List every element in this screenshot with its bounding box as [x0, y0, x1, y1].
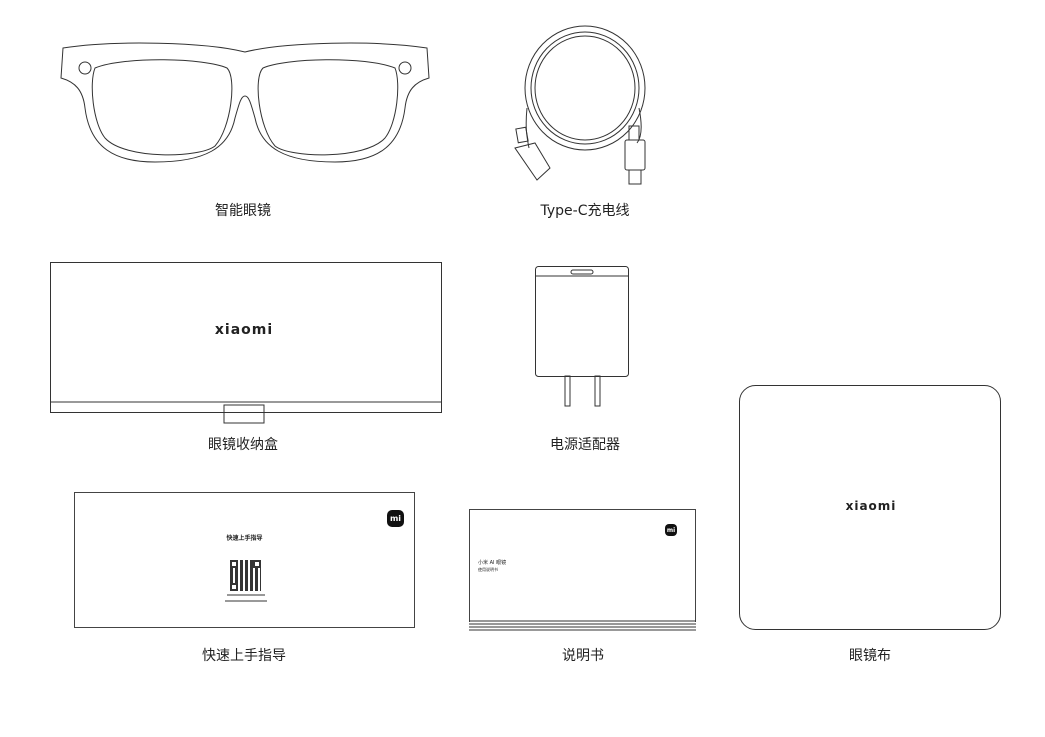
power-adapter-illustration: [535, 266, 629, 407]
cloth-brand-logo: xiaomi: [846, 499, 897, 513]
manual-subtitle: 使用说明书: [478, 567, 498, 572]
quick-guide-mi-logo: mi: [387, 510, 404, 527]
glasses-label: 智能眼镜: [215, 203, 271, 219]
quick-guide-label: 快速上手指导: [202, 648, 286, 664]
cable-label: Type-C充电线: [540, 203, 630, 219]
case-label: 眼镜收纳盒: [208, 437, 278, 453]
manual-label: 说明书: [562, 648, 604, 664]
cleaning-cloth-illustration: [739, 385, 1001, 630]
qr-caption-line: [225, 600, 267, 602]
glasses-case-illustration: [50, 262, 442, 424]
manual-mi-logo: mi: [665, 524, 677, 536]
svg-text:xiaomi: xiaomi: [846, 499, 897, 513]
smart-glasses-illustration: [60, 42, 430, 163]
quick-guide-title: 快速上手指导: [226, 535, 263, 542]
case-brand-logo: xiaomi: [215, 322, 273, 338]
type-c-cable-illustration: [514, 25, 646, 185]
manual-booklet: mi 小米 AI 眼镜 使用说明书: [469, 509, 696, 622]
qr-code-icon: [230, 560, 261, 591]
manual-pages-edge: [469, 620, 696, 631]
cloth-label: 眼镜布: [849, 648, 891, 664]
qr-caption-line: [227, 594, 265, 596]
adapter-label: 电源适配器: [550, 437, 620, 453]
manual-title: 小米 AI 眼镜: [478, 560, 507, 566]
svg-text:xiaomi: xiaomi: [215, 322, 273, 338]
quick-guide-card: mi 快速上手指导: [74, 492, 415, 628]
